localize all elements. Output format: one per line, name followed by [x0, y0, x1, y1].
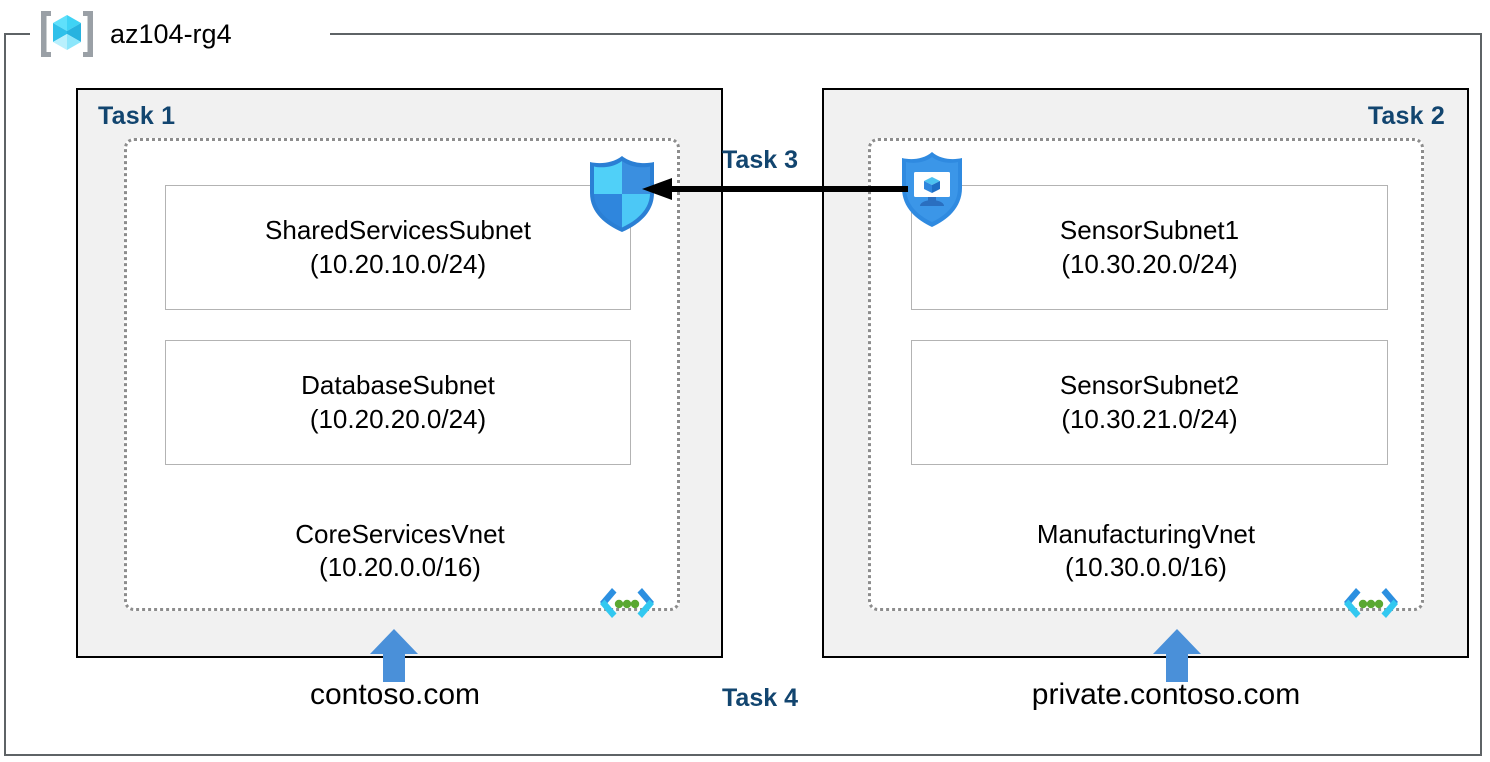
resource-group-title: az104-rg4 [110, 18, 232, 49]
subnet-sensorsubnet1: SensorSubnet1 (10.30.20.0/24) [911, 185, 1388, 310]
resource-group-frame [4, 33, 1482, 756]
subnet-name: SharedServicesSubnet [265, 215, 531, 246]
dns-zone-label-private-contoso: private.contoso.com [1031, 678, 1301, 711]
task3-label: Task 3 [722, 146, 798, 174]
bastion-shield-monitor-icon [897, 150, 967, 230]
virtual-network-icon [594, 582, 660, 626]
task4-label: Task 4 [722, 684, 798, 712]
subnet-sharedservicessubnet: SharedServicesSubnet (10.20.10.0/24) [165, 185, 631, 310]
vnet-cidr: (10.20.0.0/16) [319, 552, 481, 583]
subnet-databasesubnet: DatabaseSubnet (10.20.20.0/24) [165, 340, 631, 465]
dns-up-arrow-icon [1152, 628, 1202, 683]
vnet-name: CoreServicesVnet [295, 519, 505, 549]
vnet-name: ManufacturingVnet [1036, 519, 1256, 549]
subnet-name: DatabaseSubnet [301, 370, 495, 401]
subnet-sensorsubnet2: SensorSubnet2 (10.30.21.0/24) [911, 340, 1388, 465]
resource-group-cube-icon [38, 8, 96, 60]
network-security-group-shield-icon [584, 153, 660, 235]
subnet-cidr: (10.30.20.0/24) [1061, 248, 1238, 279]
resource-group-legend-gap [30, 24, 330, 44]
resource-group-legend: az104-rg4 [38, 8, 232, 60]
task2-label: Task 2 [1367, 102, 1445, 130]
subnet-name: SensorSubnet1 [1059, 215, 1240, 246]
vnet-caption-coreservicesvnet: CoreServicesVnet (10.20.0.0/16) [190, 518, 610, 585]
dns-up-arrow-icon [369, 628, 419, 683]
task1-label: Task 1 [98, 102, 176, 130]
vnet-cidr: (10.30.0.0/16) [1065, 552, 1227, 583]
peering-arrow-left-icon [640, 172, 910, 206]
virtual-network-icon [1338, 582, 1404, 626]
subnet-name: SensorSubnet2 [1059, 370, 1240, 401]
dns-zone-label-contoso: contoso.com [309, 678, 481, 711]
subnet-cidr: (10.20.20.0/24) [309, 403, 487, 434]
subnet-cidr: (10.30.21.0/24) [1061, 403, 1238, 434]
vnet-caption-manufacturingvnet: ManufacturingVnet (10.30.0.0/16) [936, 518, 1356, 585]
subnet-cidr: (10.20.10.0/24) [309, 248, 487, 279]
